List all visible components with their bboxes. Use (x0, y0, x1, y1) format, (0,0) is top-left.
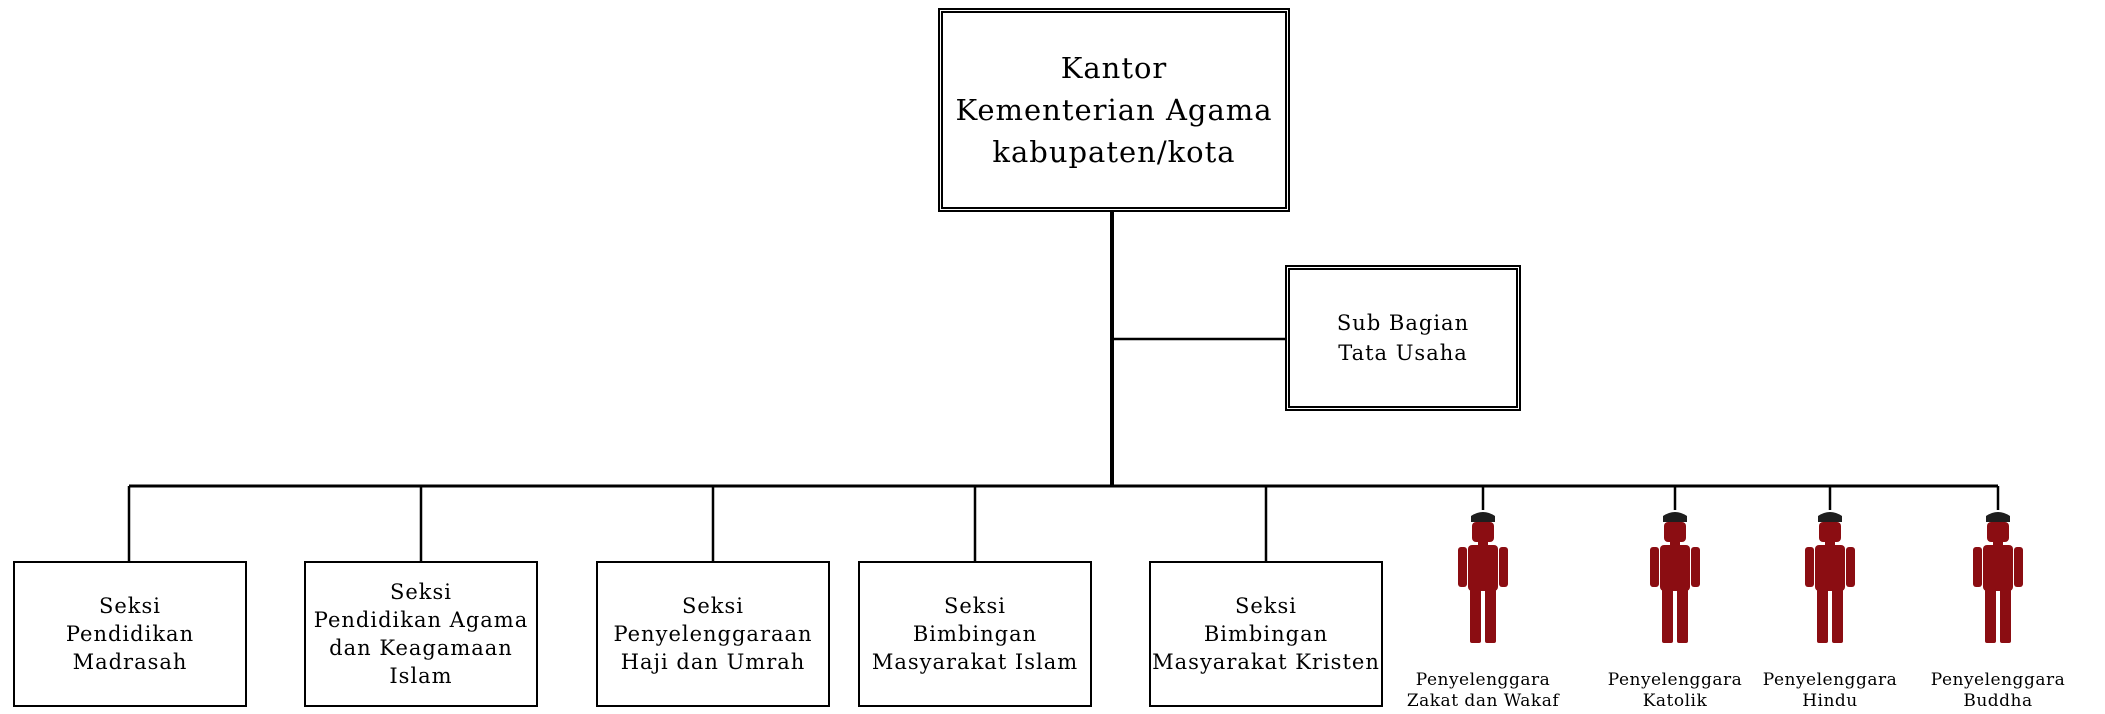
person-icon (1973, 512, 2023, 643)
person-icon (1805, 512, 1855, 643)
section-label: Seksi Penyelenggaraan Haji dan Umrah (613, 594, 813, 674)
sub-bagian-label: Sub Bagian Tata Usaha (1336, 311, 1470, 365)
organizer-label: Penyelenggara Katolik (1607, 670, 1743, 711)
organizer-label: Penyelenggara Hindu (1762, 670, 1898, 711)
section-box: Seksi Bimbingan Masyarakat Kristen (1149, 561, 1383, 707)
section-box: Seksi Pendidikan Madrasah (13, 561, 247, 707)
section-box: Seksi Bimbingan Masyarakat Islam (858, 561, 1092, 707)
head-office-label: Kantor Kementerian Agama kabupaten/kota (955, 51, 1273, 169)
organizer-label: Penyelenggara Zakat dan Wakaf (1406, 670, 1560, 711)
section-label: Seksi Bimbingan Masyarakat Islam (871, 594, 1079, 674)
section-label: Seksi Bimbingan Masyarakat Kristen (1152, 594, 1380, 674)
organizer-label: Penyelenggara Buddha (1930, 670, 2066, 711)
section-box: Seksi Penyelenggaraan Haji dan Umrah (596, 561, 830, 707)
section-label: Seksi Pendidikan Madrasah (65, 594, 195, 674)
section-box: Seksi Pendidikan Agama dan Keagamaan Isl… (304, 561, 538, 707)
person-icon (1458, 512, 1508, 643)
person-icon (1650, 512, 1700, 643)
head-office-box: Kantor Kementerian Agama kabupaten/kota (938, 8, 1290, 212)
section-label: Seksi Pendidikan Agama dan Keagamaan Isl… (313, 580, 529, 688)
sub-bagian-box: Sub Bagian Tata Usaha (1285, 265, 1521, 411)
